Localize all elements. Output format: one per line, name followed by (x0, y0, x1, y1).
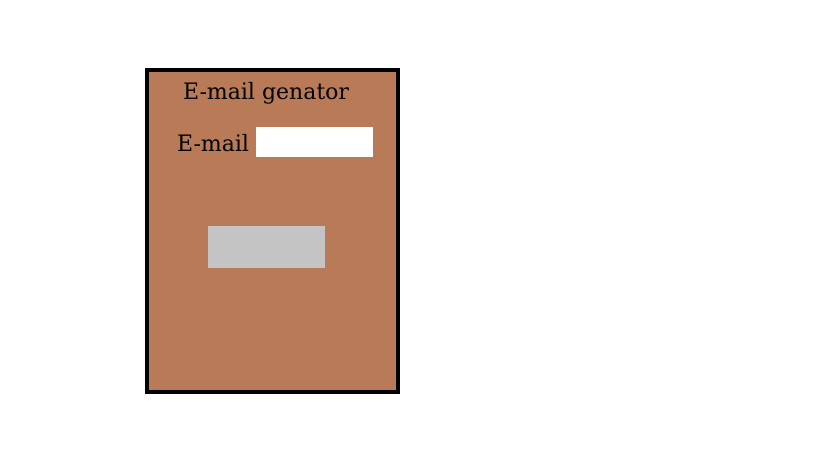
email-label: E-mail (177, 132, 249, 157)
email-input[interactable] (256, 127, 373, 157)
generate-button[interactable] (208, 226, 325, 268)
panel-title: E-mail genator (183, 80, 349, 105)
email-generator-panel: E-mail genator E-mail (145, 68, 400, 394)
